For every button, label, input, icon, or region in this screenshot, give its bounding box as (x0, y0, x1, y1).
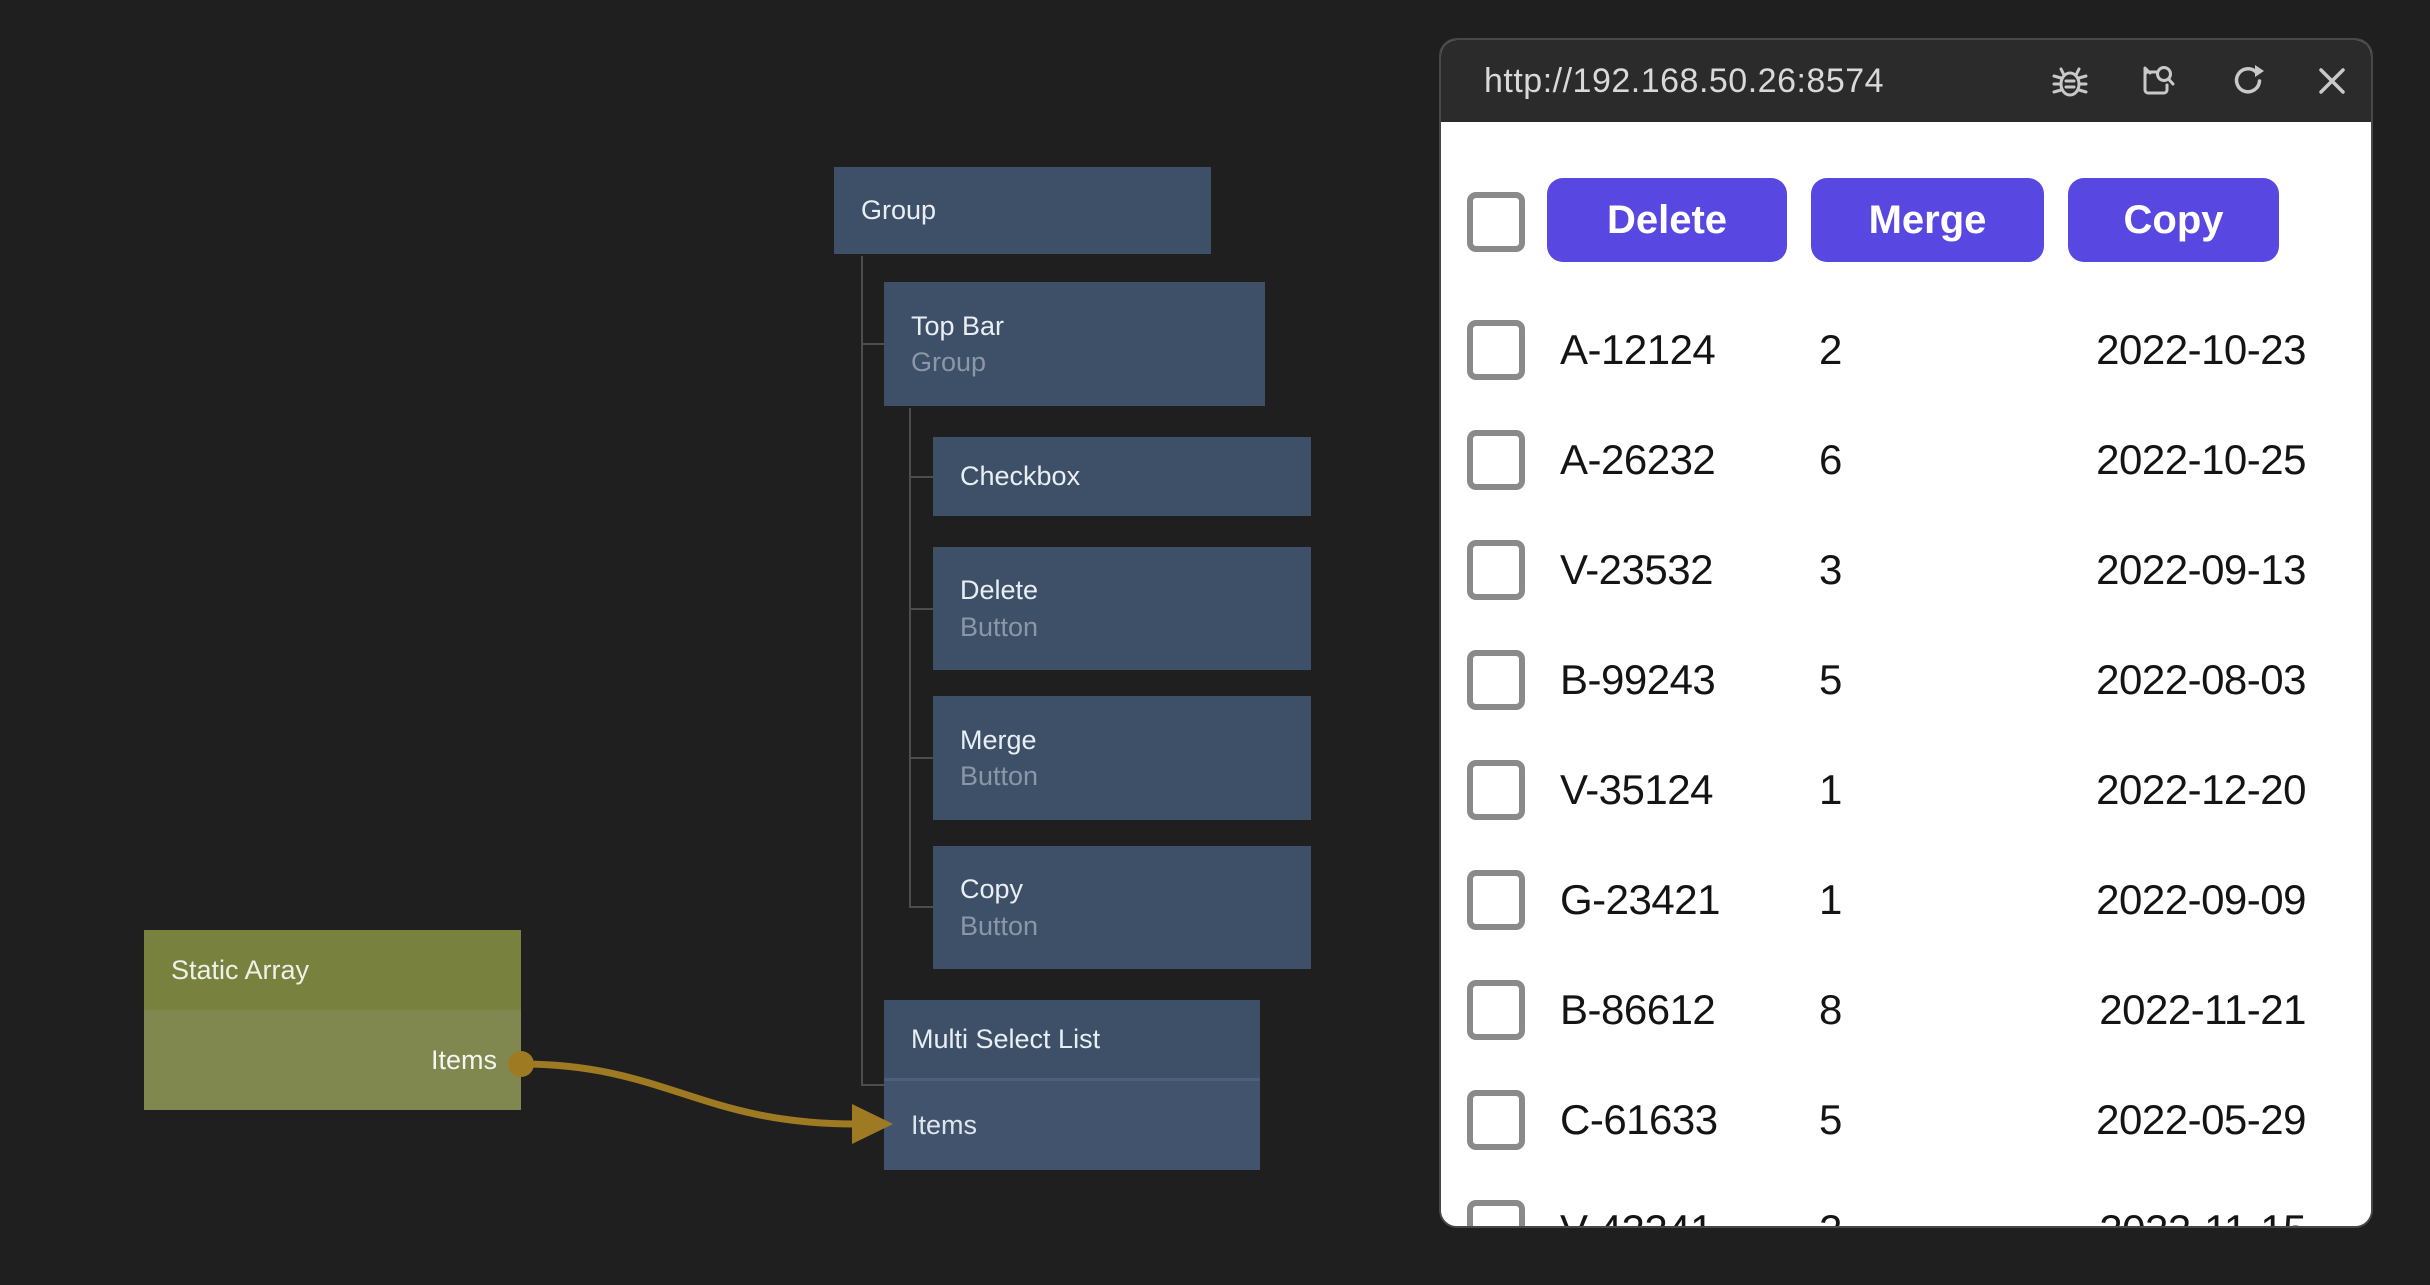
tree-connector (909, 757, 933, 759)
row-qty: 5 (1819, 1096, 1842, 1143)
row-id: V-42241 (1560, 1206, 1713, 1226)
row-qty: 2 (1819, 326, 1842, 373)
tree-connector (909, 476, 933, 478)
close-button[interactable] (2312, 61, 2352, 101)
row-date: 2022-08-03 (2096, 656, 2306, 703)
list-item: V-35124 1 2022-12-20 (1441, 735, 2371, 845)
copy-button[interactable]: Copy (2068, 178, 2279, 262)
row-id: V-35124 (1560, 766, 1713, 813)
tree-connector (909, 906, 933, 908)
list-item: C-61633 5 2022-05-29 (1441, 1065, 2371, 1175)
port-label: Items (430, 1044, 497, 1075)
tree-connector (861, 343, 884, 345)
row-qty: 6 (1819, 436, 1842, 483)
row-checkbox[interactable] (1467, 980, 1525, 1040)
row-date: 2022-09-13 (2096, 546, 2306, 593)
row-checkbox[interactable] (1467, 870, 1525, 930)
row-qty: 2 (1819, 1206, 1842, 1226)
output-port-items[interactable]: Items (144, 1010, 521, 1110)
tree-connector (861, 256, 863, 1086)
node-title: Delete (960, 575, 1039, 606)
refresh-button[interactable] (2226, 61, 2266, 101)
list-item: A-12124 2 2022-10-23 (1441, 295, 2371, 405)
list-item: G-23421 1 2022-09-09 (1441, 845, 2371, 955)
row-id: B-86612 (1560, 986, 1716, 1033)
node-top-bar[interactable]: Top Bar Group (884, 282, 1265, 406)
node-subtitle: Button (960, 761, 1039, 791)
tree-connector (909, 408, 911, 908)
row-qty: 1 (1819, 766, 1842, 813)
inspect-page-icon (2143, 66, 2175, 95)
row-id: B-99243 (1560, 656, 1716, 703)
row-date: 2022-10-25 (2096, 436, 2306, 483)
node-multi-select-list[interactable]: Multi Select List Items (884, 1000, 1260, 1170)
tree-connector (909, 608, 933, 610)
node-title: Copy (960, 874, 1024, 905)
node-copy[interactable]: Copy Button (933, 846, 1311, 969)
row-date: 2022-11-15 (2099, 1206, 2306, 1226)
list-item: A-26232 6 2022-10-25 (1441, 405, 2371, 515)
node-subtitle: Button (960, 611, 1039, 642)
node-title: Top Bar (911, 310, 1005, 341)
node-title: Merge (960, 724, 1037, 755)
node-title: Group (861, 195, 937, 226)
url-field[interactable]: http://192.168.50.26:8574 (1484, 62, 1885, 100)
tree-connector (861, 1084, 884, 1086)
node-subtitle: Group (911, 347, 987, 377)
bug-icon (2052, 67, 2088, 97)
bug-debug-button[interactable] (2050, 61, 2090, 101)
row-id: A-26232 (1560, 436, 1716, 483)
inspect-page-button[interactable] (2137, 61, 2177, 101)
node-subtitle: Button (960, 910, 1039, 941)
node-group[interactable]: Group (834, 167, 1211, 254)
node-delete[interactable]: Delete Button (933, 547, 1311, 670)
row-checkbox[interactable] (1467, 540, 1525, 600)
row-checkbox[interactable] (1467, 760, 1525, 820)
delete-button[interactable]: Delete (1547, 178, 1787, 262)
row-id: V-23532 (1560, 546, 1713, 593)
refresh-icon (2234, 65, 2264, 94)
row-checkbox[interactable] (1467, 430, 1525, 490)
row-date: 2022-12-20 (2096, 766, 2306, 813)
row-date: 2022-05-29 (2096, 1096, 2306, 1143)
close-icon (2319, 68, 2345, 94)
list-item: V-42241 2 2022-11-15 (1441, 1175, 2371, 1226)
row-date: 2022-10-23 (2096, 326, 2306, 373)
row-qty: 3 (1819, 546, 1842, 593)
merge-button[interactable]: Merge (1811, 178, 2044, 262)
preview-page: Delete Merge Copy A-12124 2 2022-10-23 A… (1441, 122, 2371, 1226)
toolbar: Delete Merge Copy (1441, 122, 2371, 262)
node-title: Checkbox (960, 461, 1081, 492)
list-item: B-86612 8 2022-11-21 (1441, 955, 2371, 1065)
row-id: C-61633 (1560, 1096, 1718, 1143)
row-qty: 5 (1819, 656, 1842, 703)
row-date: 2022-11-21 (2099, 986, 2306, 1033)
list-item: B-99243 5 2022-08-03 (1441, 625, 2371, 735)
row-checkbox[interactable] (1467, 1200, 1525, 1226)
port-label: Items (911, 1110, 978, 1141)
connection-wire[interactable] (520, 1060, 857, 1128)
row-id: A-12124 (1560, 326, 1716, 373)
row-checkbox[interactable] (1467, 650, 1525, 710)
node-merge[interactable]: Merge Button (933, 696, 1311, 820)
browser-chrome: http://192.168.50.26:8574 (1441, 40, 2371, 122)
node-title: Static Array (171, 954, 310, 985)
list-item: V-23532 3 2022-09-13 (1441, 515, 2371, 625)
node-static-array[interactable]: Static Array Items (144, 930, 521, 1110)
preview-window: http://192.168.50.26:8574 (1439, 38, 2373, 1228)
row-qty: 8 (1819, 986, 1842, 1033)
row-checkbox[interactable] (1467, 1090, 1525, 1150)
multi-select-list: A-12124 2 2022-10-23 A-26232 6 2022-10-2… (1441, 295, 2371, 1226)
row-qty: 1 (1819, 876, 1842, 923)
node-checkbox[interactable]: Checkbox (933, 437, 1311, 516)
node-title: Multi Select List (911, 1023, 1101, 1054)
input-port-items[interactable]: Items (884, 1078, 1260, 1170)
row-date: 2022-09-09 (2096, 876, 2306, 923)
row-id: G-23421 (1560, 876, 1720, 923)
select-all-checkbox[interactable] (1467, 192, 1525, 252)
row-checkbox[interactable] (1467, 320, 1525, 380)
